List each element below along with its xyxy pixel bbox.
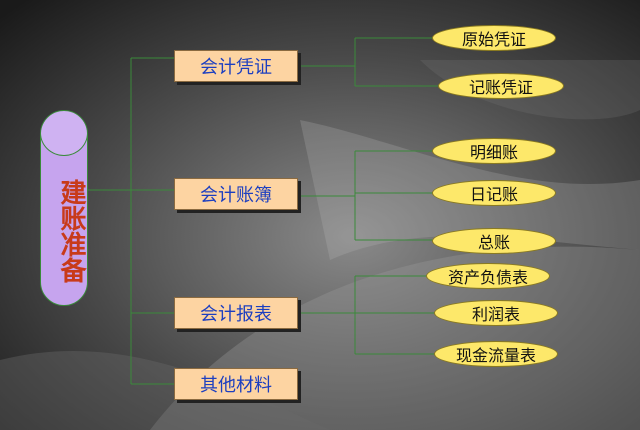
root-node-cap [41, 111, 87, 156]
leaf-node-bookkeeping-voucher: 记账凭证 [438, 73, 564, 99]
leaf-node-original-voucher: 原始凭证 [432, 25, 556, 51]
category-node-statements: 会计报表 [174, 297, 298, 329]
leaf-node-detail-ledger: 明细账 [432, 138, 556, 164]
root-node: 建账准备 [40, 110, 88, 306]
leaf-node-general-ledger: 总账 [432, 228, 556, 254]
leaf-node-balance-sheet: 资产负债表 [426, 263, 550, 289]
leaf-node-income-statement: 利润表 [434, 300, 558, 326]
category-node-vouchers: 会计凭证 [174, 50, 298, 82]
root-node-label: 建账准备 [56, 179, 86, 283]
category-node-other-materials: 其他材料 [174, 368, 298, 400]
leaf-node-journal: 日记账 [432, 180, 556, 206]
category-node-ledgers: 会计账簿 [174, 178, 298, 210]
leaf-node-cash-flow-statement: 现金流量表 [434, 341, 558, 367]
